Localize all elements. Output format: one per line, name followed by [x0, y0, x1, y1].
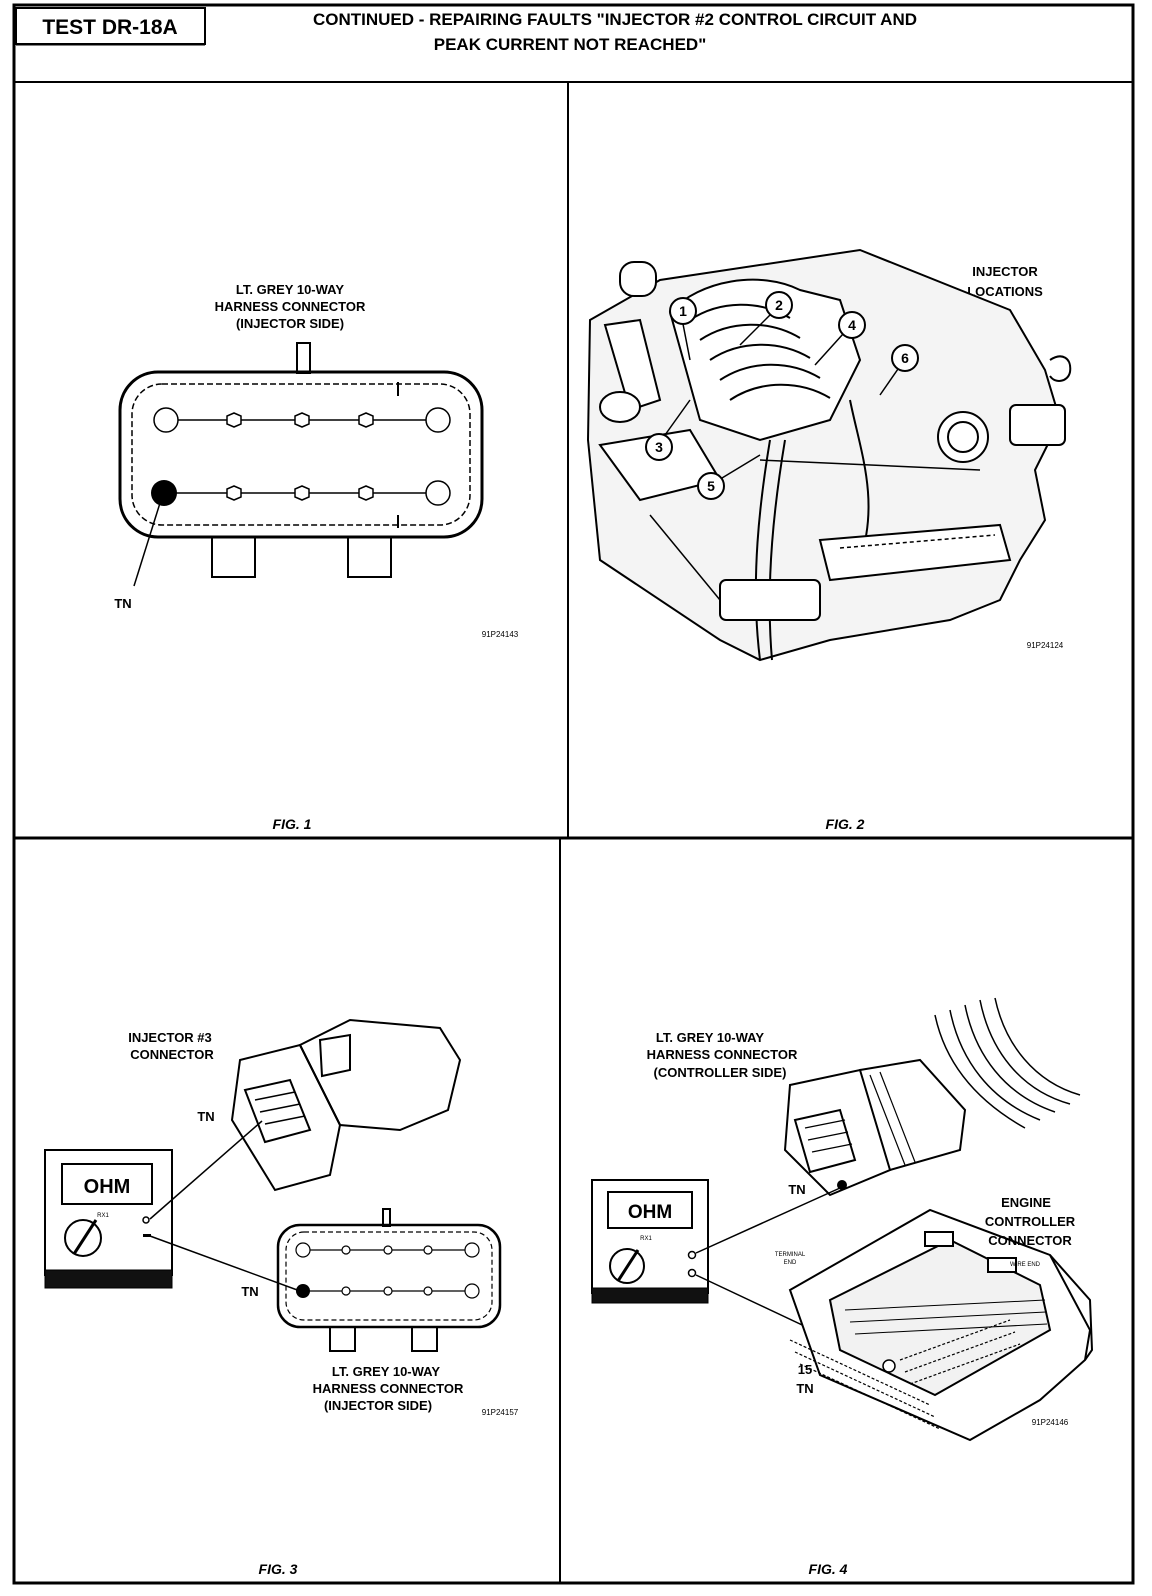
callout-1: 1	[669, 297, 697, 361]
meter-display-fig4	[607, 1191, 693, 1229]
callout-6: 6	[879, 344, 919, 396]
figure-3-injector-connector-test: INJECTOR #3 CONNECTOR TN OHM RX1	[44, 1018, 519, 1577]
callout-3: 3	[645, 399, 691, 461]
fig4-pin-number: 15	[798, 1362, 812, 1377]
engine-controller-connector-drawing	[788, 1208, 1094, 1442]
harness-connector-small-cavities	[295, 1242, 480, 1299]
test-lead-lower	[149, 1235, 301, 1292]
svg-text:5: 5	[707, 478, 715, 494]
fig4-harness-label-line3: (CONTROLLER SIDE)	[654, 1065, 787, 1080]
fig1-caption: FIG. 1	[273, 816, 312, 832]
figure-1-harness-connector: LT. GREY 10-WAY HARNESS CONNECTOR (INJEC…	[114, 282, 518, 832]
fig4-harness-label-line2: HARNESS CONNECTOR	[647, 1047, 798, 1062]
callout-5: 5	[697, 454, 761, 500]
harness-connector-drawing	[118, 342, 484, 578]
fig3-tn-top-label: TN	[197, 1109, 214, 1124]
figure-2-injector-locations: INJECTOR LOCATIONS	[586, 248, 1072, 832]
fig3-part-code: 91P24157	[482, 1408, 519, 1417]
fig4-tn-bottom-label: TN	[796, 1381, 813, 1396]
connector-cavities	[153, 407, 451, 506]
tn-terminal-cavity-fig3	[296, 1284, 310, 1298]
fig2-label-line1: INJECTOR	[972, 264, 1038, 279]
fig4-terminal-end-line1: TERMINAL	[775, 1252, 806, 1258]
fig4-wire-end: WIRE END	[1010, 1262, 1041, 1268]
injector-connector-drawing	[230, 1018, 462, 1192]
meter-jack-positive-fig4	[687, 1250, 697, 1260]
header: TEST DR-18A CONTINUED - REPAIRING FAULTS…	[42, 10, 917, 54]
fig1-label-line1: LT. GREY 10-WAY	[236, 282, 344, 297]
fig4-tn-top-label: TN	[788, 1182, 805, 1197]
fig3-tn-bottom-label: TN	[241, 1284, 258, 1299]
fig1-label-line3: (INJECTOR SIDE)	[236, 316, 344, 331]
svg-text:2: 2	[775, 297, 783, 313]
meter-range-label-fig4: RX1	[640, 1236, 652, 1242]
svg-text:1: 1	[679, 303, 687, 319]
fig3-caption: FIG. 3	[259, 1561, 298, 1577]
fig4-terminal-end-line2: END	[784, 1260, 797, 1266]
tn-leader-line	[133, 502, 161, 587]
svg-text:4: 4	[848, 317, 856, 333]
ohmmeter: OHM RX1	[44, 1149, 173, 1289]
meter-display-text: OHM	[84, 1176, 131, 1198]
fig3-harness-label-line2: HARNESS CONNECTOR	[313, 1381, 464, 1396]
fig1-tn-label: TN	[114, 596, 131, 611]
fig1-label-line2: HARNESS CONNECTOR	[215, 299, 366, 314]
fig4-engine-label-line3: CONNECTOR	[988, 1233, 1072, 1248]
pin-15-cavity	[882, 1359, 896, 1373]
callout-4: 4	[814, 311, 866, 366]
fig3-harness-label-line3: (INJECTOR SIDE)	[324, 1398, 432, 1413]
fig1-part-code: 91P24143	[482, 630, 519, 639]
meter-jack-common-fig4	[687, 1268, 697, 1278]
fig3-injector-label-line2: CONNECTOR	[130, 1047, 214, 1062]
meter-display	[61, 1163, 153, 1205]
page-title-line2: PEAK CURRENT NOT REACHED"	[434, 35, 707, 54]
ohmmeter-fig4: OHM RX1	[591, 1179, 709, 1304]
harness-connector-small	[276, 1208, 502, 1352]
meter-jack-positive	[142, 1216, 150, 1224]
fig2-label-line2: LOCATIONS	[967, 284, 1043, 299]
fig3-harness-label-line1: LT. GREY 10-WAY	[332, 1364, 440, 1379]
page-title-line1: CONTINUED - REPAIRING FAULTS "INJECTOR #…	[313, 10, 917, 29]
page-frame	[12, 3, 1135, 1585]
figure-4-controller-connector-test: LT. GREY 10-WAY HARNESS CONNECTOR (CONTR…	[591, 997, 1094, 1577]
engine-drawing	[586, 248, 1072, 662]
meter-range-label: RX1	[97, 1213, 109, 1219]
test-lead-upper	[149, 1120, 263, 1220]
svg-text:6: 6	[901, 350, 909, 366]
svg-text:3: 3	[655, 439, 663, 455]
fig4-caption: FIG. 4	[809, 1561, 848, 1577]
meter-jack-common	[143, 1234, 151, 1237]
fig2-caption: FIG. 2	[826, 816, 865, 832]
fig4-harness-label-line1: LT. GREY 10-WAY	[656, 1030, 764, 1045]
tn-terminal-cavity	[151, 480, 177, 506]
test-id: TEST DR-18A	[42, 16, 177, 39]
fig3-injector-label-line1: INJECTOR #3	[128, 1030, 212, 1045]
injector-callouts: 1 2 3 4 5	[645, 291, 919, 500]
test-lead-upper-fig4	[695, 1187, 841, 1254]
callout-2: 2	[739, 291, 793, 346]
controller-side-connector-drawing	[783, 997, 1081, 1197]
meter-display-text-fig4: OHM	[628, 1202, 672, 1223]
fig4-part-code: 91P24146	[1032, 1418, 1069, 1427]
fig2-part-code: 91P24124	[1027, 641, 1064, 650]
fig4-engine-label-line2: CONTROLLER	[985, 1214, 1076, 1229]
fig4-engine-label-line1: ENGINE	[1001, 1195, 1051, 1210]
